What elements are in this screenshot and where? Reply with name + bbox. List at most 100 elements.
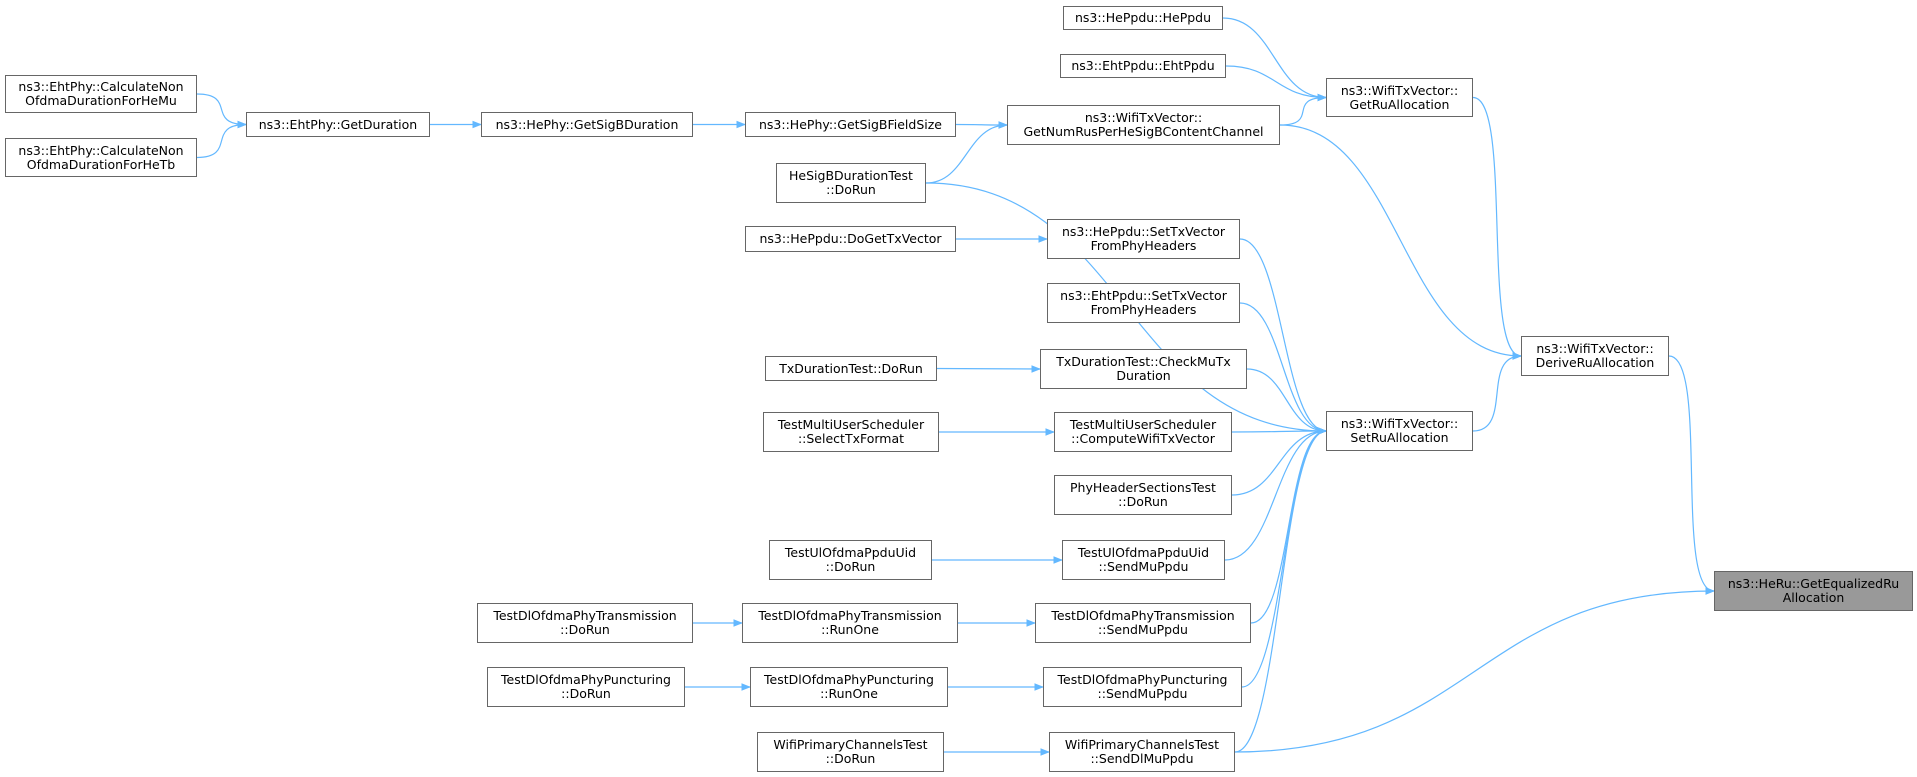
edge-tulofdma_sendmuppdu-to-set_ru_allocation bbox=[1224, 427, 1327, 561]
node-label-line: DeriveRuAllocation bbox=[1535, 355, 1655, 370]
node-label-line: ::DoRun bbox=[825, 559, 876, 574]
node-label-line: HeSigBDurationTest bbox=[789, 168, 913, 183]
node-label-line: ns3::HePpdu::HePpdu bbox=[1074, 10, 1212, 25]
node-heppdu-dogettxvector[interactable]: ns3::HePpdu::DoGetTxVector bbox=[745, 226, 956, 252]
edge-heppdu_settxvector-to-set_ru_allocation bbox=[1239, 238, 1327, 435]
node-tdlofdma-tx-sendmuppdu[interactable]: TestDlOfdmaPhyTransmission ::SendMuPpdu bbox=[1035, 603, 1251, 643]
node-label-line: TestDlOfdmaPhyTransmission bbox=[758, 608, 942, 623]
edge-get_ru_allocation-to-derive_ru_allocation bbox=[1472, 96, 1522, 360]
node-label-line: ns3::EhtPhy::CalculateNon bbox=[18, 79, 184, 94]
edge-heppdu_heppdu-to-get_ru_allocation bbox=[1222, 17, 1327, 102]
node-tdlofdma-tx-runone[interactable]: TestDlOfdmaPhyTransmission ::RunOne bbox=[742, 603, 958, 643]
node-label-line: ::SendMuPpdu bbox=[1098, 559, 1189, 574]
node-label-line: ::DoRun bbox=[560, 622, 610, 637]
edge-wifiprimary_senddlmuppdu-to-set_ru_allocation bbox=[1234, 427, 1327, 753]
edge-get_num_rus_per_hesigb-to-get_ru_allocation bbox=[1279, 93, 1327, 126]
node-label-line: TestDlOfdmaPhyPuncturing bbox=[1057, 672, 1228, 687]
node-phyheadersections-dorun[interactable]: PhyHeaderSectionsTest ::DoRun bbox=[1054, 475, 1232, 515]
node-label-line: PhyHeaderSectionsTest bbox=[1070, 480, 1216, 495]
node-label-line: ns3::EhtPpdu::EhtPpdu bbox=[1071, 58, 1215, 73]
node-label-line: ns3::EhtPpdu::SetTxVector bbox=[1060, 288, 1227, 303]
edge-calc_non_ofdma_hemu-to-ehtphy_getduration bbox=[196, 93, 247, 129]
node-tulofdma-sendmuppdu[interactable]: TestUlOfdmaPpduUid ::SendMuPpdu bbox=[1062, 540, 1225, 580]
edge-txduration_checkmutx-to-set_ru_allocation bbox=[1246, 368, 1327, 435]
node-label-line: TxDurationTest::DoRun bbox=[779, 360, 923, 376]
node-label-line: TestDlOfdmaPhyPuncturing bbox=[501, 672, 671, 687]
node-label-line: FromPhyHeaders bbox=[1090, 238, 1197, 253]
node-label-line: Duration bbox=[1116, 368, 1171, 383]
node-get-equalized-ru-allocation[interactable]: ns3::HeRu::GetEqualizedRu Allocation bbox=[1714, 571, 1913, 611]
node-ehtppdu-ehtppdu[interactable]: ns3::EhtPpdu::EhtPpdu bbox=[1060, 54, 1226, 78]
node-label-line: TestDlOfdmaPhyPuncturing bbox=[764, 672, 934, 687]
node-label-line: SetRuAllocation bbox=[1350, 430, 1449, 445]
node-label-line: ns3::WifiTxVector:: bbox=[1084, 110, 1203, 125]
node-label-line: ::SendMuPpdu bbox=[1098, 622, 1188, 637]
node-tdlofdma-punct-dorun[interactable]: TestDlOfdmaPhyPuncturing ::DoRun bbox=[487, 667, 685, 707]
edge-ehtppdu_settxvector-to-set_ru_allocation bbox=[1239, 302, 1327, 435]
node-label-line: TestMultiUserScheduler bbox=[1069, 417, 1217, 432]
node-label-line: ns3::WifiTxVector:: bbox=[1340, 82, 1459, 98]
node-get-ru-allocation[interactable]: ns3::WifiTxVector:: GetRuAllocation bbox=[1326, 78, 1473, 117]
node-tmus-computewifitxvector[interactable]: TestMultiUserScheduler ::ComputeWifiTxVe… bbox=[1054, 412, 1232, 452]
node-label-line: TestUlOfdmaPpduUid bbox=[784, 545, 917, 560]
node-get-num-rus-per-hesigb[interactable]: ns3::WifiTxVector:: GetNumRusPerHeSigBCo… bbox=[1007, 105, 1280, 145]
node-wifiprimary-dorun[interactable]: WifiPrimaryChannelsTest ::DoRun bbox=[757, 732, 944, 772]
node-tulofdma-dorun[interactable]: TestUlOfdmaPpduUid ::DoRun bbox=[769, 540, 932, 580]
node-ehtphy-getduration[interactable]: ns3::EhtPhy::GetDuration bbox=[246, 112, 430, 137]
node-wifiprimary-senddlmuppdu[interactable]: WifiPrimaryChannelsTest ::SendDlMuPpdu bbox=[1049, 732, 1235, 772]
node-label-line: TestMultiUserScheduler bbox=[777, 417, 925, 432]
edge-hephy_getsigbfieldsize-to-get_num_rus_per_hesigb bbox=[955, 121, 1008, 129]
edge-get_num_rus_per_hesigb-to-derive_ru_allocation bbox=[1279, 124, 1522, 360]
edge-phyheadersections_dorun-to-set_ru_allocation bbox=[1231, 427, 1327, 496]
node-label-line: FromPhyHeaders bbox=[1090, 302, 1197, 317]
node-txduration-test-dorun[interactable]: TxDurationTest::DoRun bbox=[765, 356, 937, 381]
node-tdlofdma-tx-dorun[interactable]: TestDlOfdmaPhyTransmission ::DoRun bbox=[477, 603, 693, 643]
node-label-line: Allocation bbox=[1782, 590, 1845, 605]
node-label-line: ::DoRun bbox=[825, 751, 876, 766]
node-label-line: ::SendDlMuPpdu bbox=[1090, 751, 1194, 766]
edge-txduration_test_dorun-to-txduration_checkmutx bbox=[936, 365, 1041, 373]
node-calc-non-ofdma-hetb[interactable]: ns3::EhtPhy::CalculateNon OfdmaDurationF… bbox=[5, 138, 197, 177]
node-label-line: ns3::EhtPhy::CalculateNon bbox=[18, 142, 184, 158]
node-derive-ru-allocation[interactable]: ns3::WifiTxVector:: DeriveRuAllocation bbox=[1521, 336, 1669, 376]
node-label-line: GetRuAllocation bbox=[1349, 96, 1450, 112]
node-label-line: ns3::WifiTxVector:: bbox=[1340, 416, 1459, 431]
node-hephy-getsigbfieldsize[interactable]: ns3::HePhy::GetSigBFieldSize bbox=[745, 112, 956, 137]
node-label-line: ns3::HeRu::GetEqualizedRu bbox=[1727, 576, 1900, 591]
node-label-line: TxDurationTest::CheckMuTx bbox=[1056, 354, 1231, 369]
node-label-line: ::RunOne bbox=[821, 622, 879, 637]
node-label-line: ::RunOne bbox=[820, 686, 878, 701]
node-label-line: ::DoRun bbox=[1118, 494, 1168, 509]
edge-tdlofdma_tx_sendmuppdu-to-set_ru_allocation bbox=[1250, 427, 1327, 624]
node-label-line: ns3::WifiTxVector:: bbox=[1536, 341, 1654, 356]
edge-derive_ru_allocation-to-get_equalized_ru_allocation bbox=[1668, 355, 1715, 595]
node-label-line: ns3::HePpdu::DoGetTxVector bbox=[759, 231, 942, 246]
node-label-line: GetNumRusPerHeSigBContentChannel bbox=[1023, 124, 1264, 139]
node-label-line: ns3::EhtPhy::GetDuration bbox=[258, 116, 418, 132]
node-label-line: TestDlOfdmaPhyTransmission bbox=[493, 608, 677, 623]
node-heppdu-settxvector[interactable]: ns3::HePpdu::SetTxVector FromPhyHeaders bbox=[1047, 219, 1240, 259]
node-label-line: WifiPrimaryChannelsTest bbox=[1064, 737, 1220, 752]
node-calc-non-ofdma-hemu[interactable]: ns3::EhtPhy::CalculateNon OfdmaDurationF… bbox=[5, 75, 197, 113]
edge-wifiprimary_senddlmuppdu-to-get_equalized_ru_allocation bbox=[1234, 587, 1715, 753]
edge-ehtppdu_ehtppdu-to-get_ru_allocation bbox=[1225, 65, 1327, 102]
node-heppdu-heppdu[interactable]: ns3::HePpdu::HePpdu bbox=[1063, 6, 1223, 30]
node-label-line: OfdmaDurationForHeMu bbox=[25, 93, 177, 108]
node-tdlofdma-punct-sendmuppdu[interactable]: TestDlOfdmaPhyPuncturing ::SendMuPpdu bbox=[1043, 667, 1242, 707]
node-hesigb-duration-test-dorun[interactable]: HeSigBDurationTest ::DoRun bbox=[776, 163, 926, 203]
node-label-line: ns3::HePhy::GetSigBDuration bbox=[495, 116, 679, 132]
node-set-ru-allocation[interactable]: ns3::WifiTxVector:: SetRuAllocation bbox=[1326, 411, 1473, 451]
node-hephy-getsigbduration[interactable]: ns3::HePhy::GetSigBDuration bbox=[481, 112, 693, 137]
node-label-line: ::SendMuPpdu bbox=[1097, 686, 1188, 701]
node-tmus-selecttxformat[interactable]: TestMultiUserScheduler ::SelectTxFormat bbox=[763, 412, 939, 452]
node-label-line: OfdmaDurationForHeTb bbox=[26, 156, 176, 172]
node-tdlofdma-punct-runone[interactable]: TestDlOfdmaPhyPuncturing ::RunOne bbox=[750, 667, 948, 707]
edge-hesigb_duration_test_dorun-to-get_num_rus_per_hesigb bbox=[925, 121, 1008, 184]
node-txduration-checkmutx[interactable]: TxDurationTest::CheckMuTx Duration bbox=[1040, 349, 1247, 389]
node-label-line: ::SelectTxFormat bbox=[797, 431, 905, 446]
edge-calc_non_ofdma_hetb-to-ehtphy_getduration bbox=[196, 120, 247, 159]
node-ehtppdu-settxvector[interactable]: ns3::EhtPpdu::SetTxVector FromPhyHeaders bbox=[1047, 283, 1240, 323]
node-label-line: TestUlOfdmaPpduUid bbox=[1077, 545, 1210, 560]
